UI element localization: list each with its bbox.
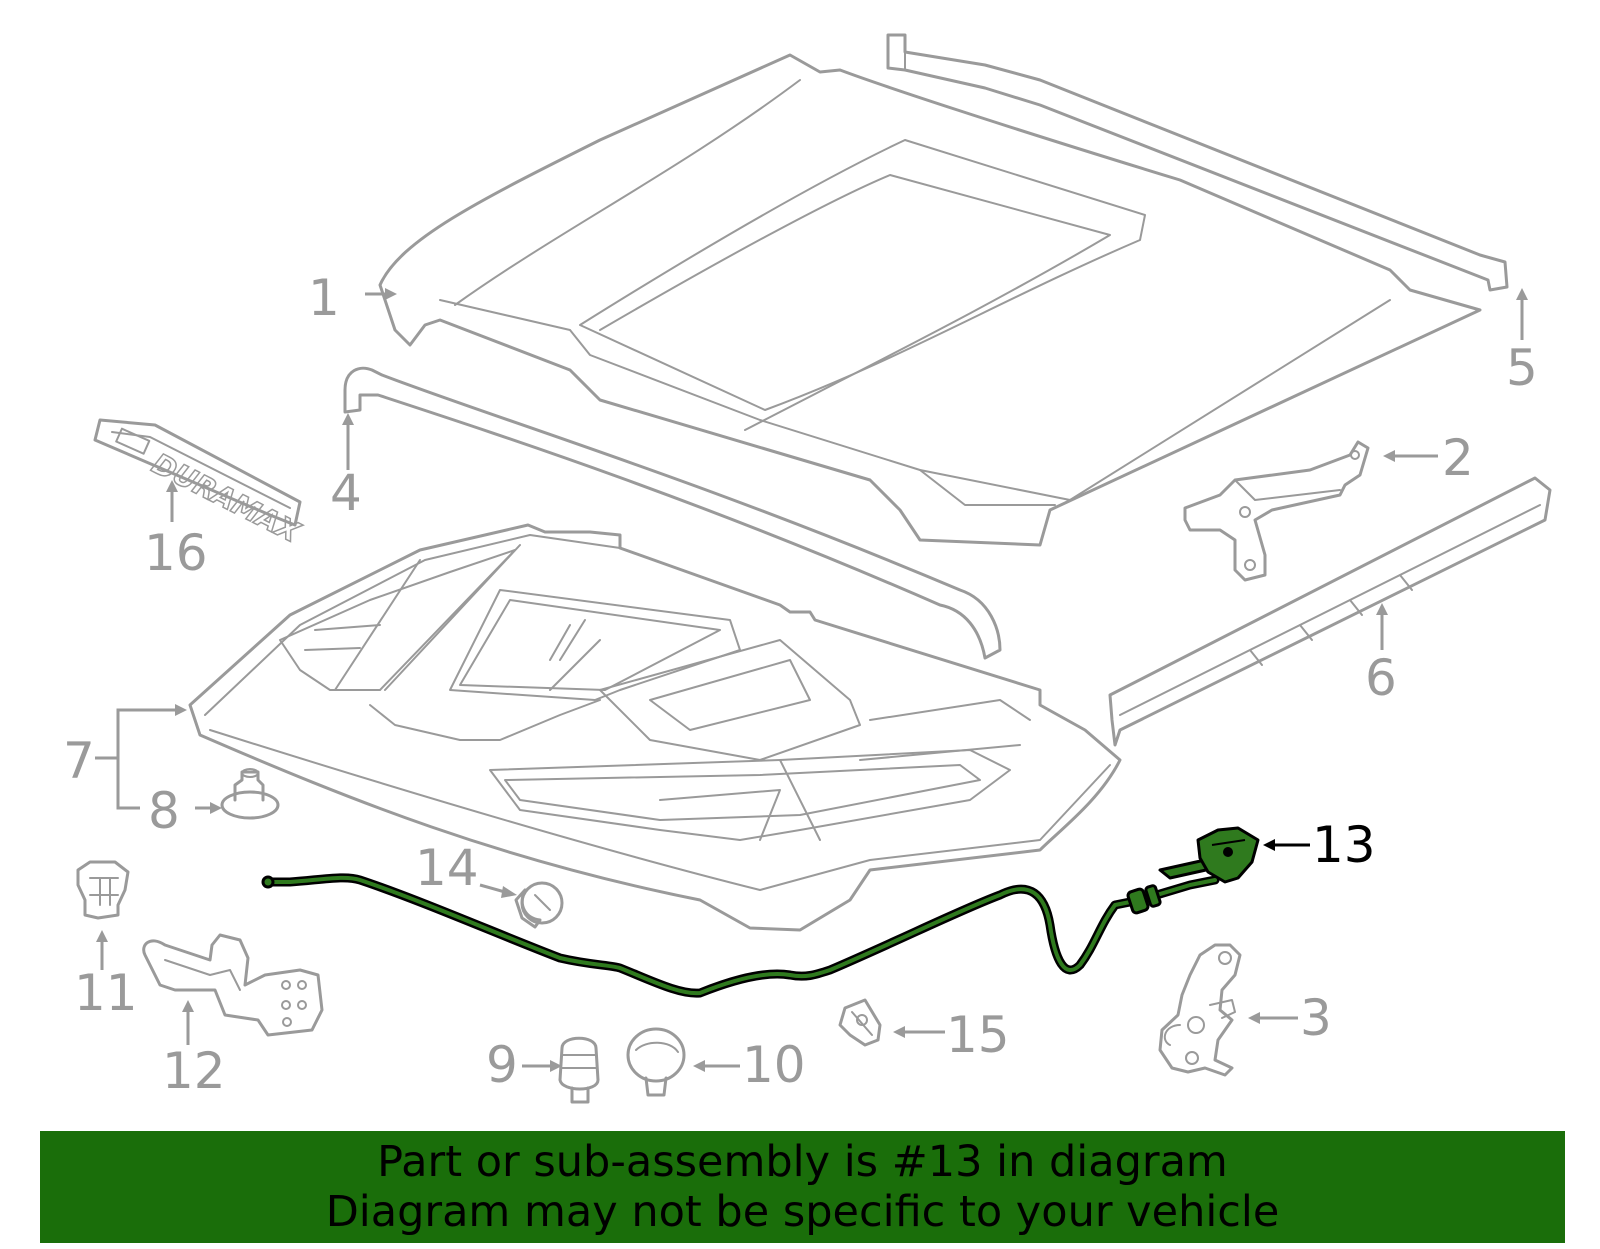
part-1-hood-panel	[378, 53, 1482, 547]
part-5-rear-seal	[886, 33, 1509, 292]
callout-13: 13	[1312, 816, 1376, 874]
callout-15: 15	[946, 1006, 1010, 1064]
callout-10: 10	[742, 1036, 806, 1094]
part-8-push-clip	[220, 768, 280, 820]
part-6-molding-strip	[1108, 476, 1552, 747]
callout-16: 16	[144, 524, 208, 582]
callout-labels: 1 5 2 4 16 6 7 8 13 14 11 3 15 12 9 10	[63, 269, 1538, 1100]
callout-5: 5	[1506, 339, 1538, 397]
callout-11: 11	[74, 964, 138, 1022]
callout-12: 12	[162, 1042, 226, 1100]
callout-6: 6	[1365, 649, 1397, 707]
callout-8: 8	[148, 782, 180, 840]
part-15-clip-nut	[838, 998, 882, 1047]
part-12-hood-hinge	[142, 933, 324, 1037]
info-banner: Part or sub-assembly is #13 in diagram D…	[40, 1131, 1565, 1243]
part-10-prop-bumper	[626, 1027, 686, 1097]
callout-4: 4	[330, 464, 362, 522]
part-9-bumper	[558, 1036, 600, 1104]
callout-3: 3	[1300, 989, 1332, 1047]
part-14-cable-clip	[514, 881, 564, 929]
callout-9: 9	[486, 1036, 518, 1094]
banner-line-2: Diagram may not be specific to your vehi…	[325, 1187, 1280, 1237]
part-13-release-cable	[261, 826, 1260, 998]
banner-line-1: Part or sub-assembly is #13 in diagram	[377, 1137, 1228, 1187]
part-7-hood-inner-panel	[188, 523, 1122, 932]
part-2-hinge-bracket	[1183, 440, 1370, 582]
part-11-retainer	[76, 860, 130, 920]
part-4-front-seal	[343, 366, 1002, 660]
callout-arrows	[95, 288, 1528, 1072]
callout-2: 2	[1442, 429, 1474, 487]
callout-14: 14	[415, 839, 479, 897]
callout-1: 1	[308, 269, 340, 327]
callout-7: 7	[63, 732, 95, 790]
part-3-hood-latch	[1158, 943, 1242, 1077]
